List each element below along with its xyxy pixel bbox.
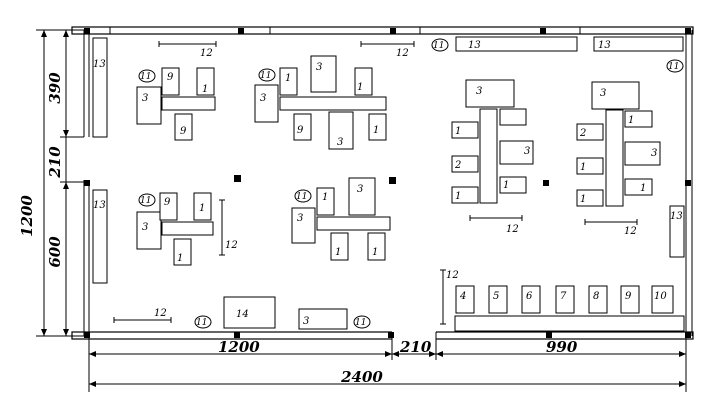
svg-text:13: 13 — [468, 40, 481, 51]
svg-text:1: 1 — [202, 84, 208, 95]
columns — [84, 28, 691, 338]
svg-text:11: 11 — [296, 192, 307, 202]
svg-text:3: 3 — [260, 93, 266, 104]
svg-text:1: 1 — [372, 247, 378, 258]
svg-text:3: 3 — [337, 137, 343, 148]
svg-text:7: 7 — [560, 291, 567, 302]
svg-text:1: 1 — [455, 126, 461, 137]
dim-left-width: 1200 — [218, 338, 260, 356]
svg-text:12: 12 — [396, 48, 409, 59]
svg-text:12: 12 — [225, 240, 238, 251]
svg-text:9: 9 — [167, 72, 174, 83]
dim-total-width: 2400 — [340, 368, 383, 386]
svg-text:2: 2 — [454, 160, 461, 171]
svg-text:11: 11 — [196, 318, 207, 328]
svg-text:1: 1 — [177, 253, 183, 264]
dim-middle-width: 210 — [399, 338, 432, 356]
svg-text:1: 1 — [285, 73, 291, 84]
dimension-horizontal: 1200 210 990 2400 — [88, 338, 687, 392]
dim-right-width: 990 — [546, 338, 578, 356]
svg-text:1: 1 — [580, 162, 586, 173]
equipment-row: 4 5 6 7 8 9 10 — [454, 285, 685, 332]
svg-text:8: 8 — [593, 291, 599, 302]
svg-text:3: 3 — [142, 93, 148, 104]
svg-text:1: 1 — [640, 183, 646, 194]
dimension-12: 12 12 12 12 12 12 12 — [113, 41, 638, 325]
svg-text:1: 1 — [628, 115, 634, 126]
svg-text:12: 12 — [154, 308, 167, 319]
svg-text:11: 11 — [668, 62, 679, 72]
svg-text:12: 12 — [446, 270, 459, 281]
svg-text:3: 3 — [142, 222, 148, 233]
svg-text:3: 3 — [524, 146, 530, 157]
misc-bottom: 14 3 11 11 11 11 — [194, 38, 684, 330]
svg-text:12: 12 — [200, 48, 213, 59]
svg-text:13: 13 — [93, 200, 106, 211]
wall-bottom — [71, 331, 694, 340]
workgroup-bottom-left: 3 9 1 1 11 — [136, 192, 214, 266]
svg-text:1: 1 — [580, 194, 586, 205]
svg-text:3: 3 — [476, 86, 482, 97]
svg-text:14: 14 — [236, 309, 249, 320]
svg-text:1: 1 — [199, 203, 205, 214]
svg-text:2: 2 — [579, 128, 586, 139]
svg-text:1: 1 — [357, 82, 363, 93]
svg-text:1: 1 — [373, 125, 379, 136]
workgroup-top-center: 3 1 3 1 9 3 1 11 — [254, 55, 387, 150]
svg-text:9: 9 — [625, 291, 632, 302]
svg-text:9: 9 — [297, 125, 304, 136]
svg-text:9: 9 — [164, 197, 171, 208]
svg-text:1: 1 — [335, 247, 341, 258]
svg-text:13: 13 — [670, 211, 683, 222]
dim-bottom-height: 600 — [46, 236, 64, 268]
svg-text:5: 5 — [493, 291, 499, 302]
svg-text:3: 3 — [297, 213, 303, 224]
svg-text:11: 11 — [260, 71, 271, 81]
svg-text:11: 11 — [355, 318, 366, 328]
workgroup-right-b: 3 1 3 1 2 1 1 — [576, 81, 661, 207]
svg-text:9: 9 — [180, 126, 187, 137]
dim-mid-height: 210 — [46, 146, 64, 179]
svg-text:3: 3 — [303, 316, 309, 327]
svg-text:11: 11 — [140, 72, 151, 82]
svg-text:4: 4 — [459, 291, 466, 302]
svg-text:1: 1 — [503, 180, 509, 191]
svg-text:11: 11 — [140, 196, 151, 206]
svg-text:13: 13 — [93, 59, 106, 70]
dim-top-height: 390 — [46, 72, 64, 104]
wall-top — [71, 26, 694, 35]
svg-text:13: 13 — [598, 40, 611, 51]
racks: 13 13 13 13 13 — [92, 36, 685, 284]
svg-text:10: 10 — [654, 291, 667, 302]
svg-text:1: 1 — [322, 192, 328, 203]
svg-text:3: 3 — [600, 88, 606, 99]
dim-total-height: 1200 — [18, 195, 36, 237]
svg-text:3: 3 — [316, 62, 322, 73]
svg-text:3: 3 — [357, 184, 363, 195]
workgroup-top-left: 3 9 1 9 11 — [136, 67, 216, 141]
dimension-vertical: 1200 390 210 600 — [18, 29, 84, 337]
workgroup-bottom-center: 3 1 3 1 1 11 — [291, 177, 391, 261]
svg-text:12: 12 — [624, 226, 637, 237]
svg-text:12: 12 — [506, 224, 519, 235]
svg-text:3: 3 — [651, 148, 657, 159]
svg-text:6: 6 — [526, 291, 533, 302]
workgroup-right-a: 3 3 1 1 2 1 — [451, 79, 534, 204]
svg-text:11: 11 — [433, 41, 444, 51]
svg-text:1: 1 — [455, 191, 461, 202]
